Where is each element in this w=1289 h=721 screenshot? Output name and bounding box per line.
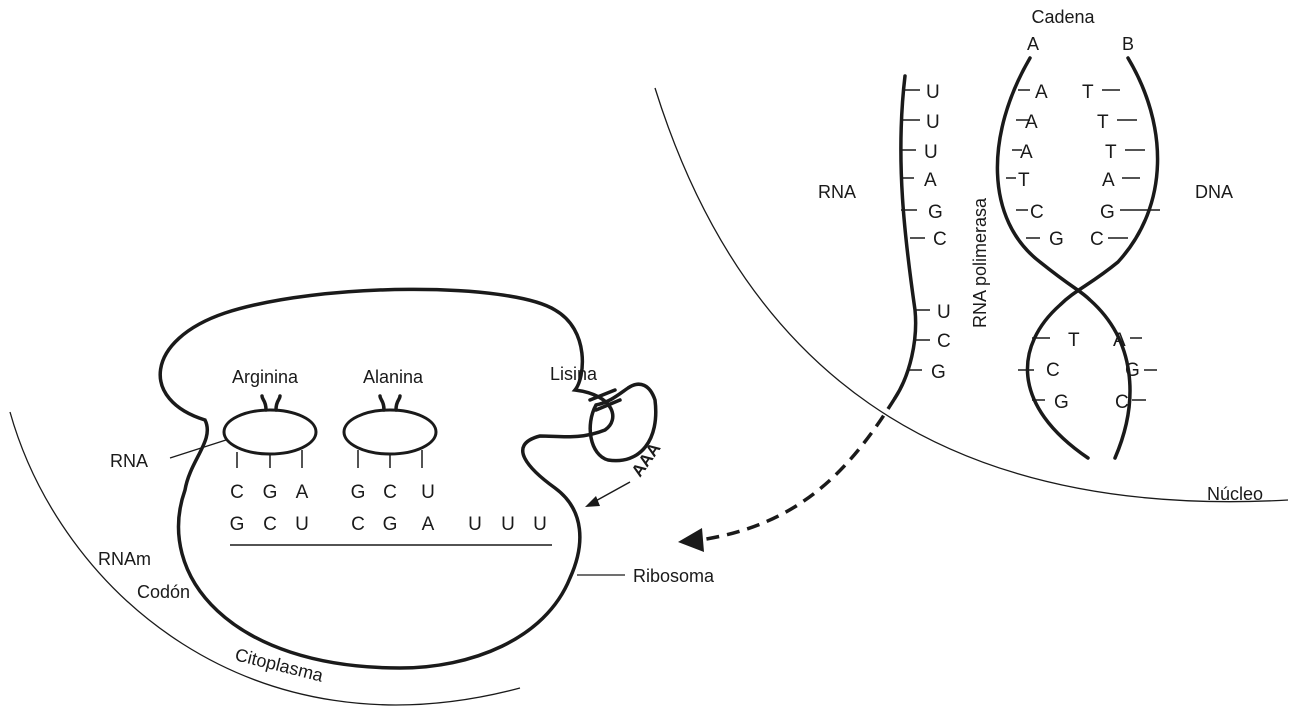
dna-base-b-6: C	[1090, 229, 1104, 250]
mrna-base-2: C	[263, 514, 277, 535]
strand-a-label: A	[1027, 34, 1039, 54]
cadena-label: Cadena	[1031, 7, 1095, 27]
rna-base-7: U	[937, 302, 951, 323]
dna-base-b-1: T	[1082, 82, 1094, 103]
mrna-base-4: C	[351, 514, 365, 535]
mrna-base-9: U	[533, 514, 547, 535]
rna-base-9: G	[931, 362, 946, 383]
mrna-base-8: U	[501, 514, 515, 535]
cytoplasm-boundary	[9, 411, 521, 706]
trna-arginina	[222, 408, 318, 456]
rna-polimerasa-label: RNA polimerasa	[970, 197, 990, 328]
aaa-arrow	[591, 481, 631, 504]
mrna-base-5: G	[383, 514, 398, 535]
mrna-base-6: A	[422, 514, 435, 535]
ribosome-label: Ribosoma	[633, 566, 715, 586]
dna-strand-a	[995, 56, 1132, 460]
dna-base-a-3: A	[1020, 142, 1033, 163]
ribosome	[158, 287, 615, 670]
mrna-base-1: G	[230, 514, 245, 535]
trna-alanina	[342, 408, 438, 456]
dna-base-b-3: T	[1105, 142, 1117, 163]
dna-base-b-4: A	[1102, 170, 1115, 191]
rna-base-6: C	[933, 229, 947, 250]
anticodon-base-3: A	[296, 482, 309, 503]
nucleus-label: Núcleo	[1207, 484, 1263, 504]
mrna-base-3: U	[295, 514, 309, 535]
dna-base-a-6: G	[1049, 229, 1064, 250]
rnam-label: RNAm	[98, 549, 151, 569]
strand-b-label: B	[1122, 34, 1134, 54]
nucleus-membrane	[654, 87, 1289, 503]
anticodon-base-6: U	[421, 482, 435, 503]
dna-base-a-9: G	[1054, 392, 1069, 413]
lisina-label: Lisina	[550, 364, 598, 384]
dna-base-b-7: A	[1113, 330, 1126, 351]
dna-base-b-8: G	[1125, 360, 1140, 381]
trna-label: RNA	[110, 451, 148, 471]
dna-base-b-5: G	[1100, 202, 1115, 223]
rna-base-4: A	[924, 170, 937, 191]
dna-base-a-5: C	[1030, 202, 1044, 223]
dna-base-a-1: A	[1035, 82, 1048, 103]
rna-base-3: U	[924, 142, 938, 163]
alanina-label: Alanina	[363, 367, 424, 387]
dna-base-a-7: T	[1068, 330, 1080, 351]
aaa-label: AAA	[628, 439, 665, 480]
anticodon-base-1: C	[230, 482, 244, 503]
dna-strand-b	[1025, 56, 1160, 460]
trna-lisina	[588, 382, 658, 463]
anticodon-base-2: G	[263, 482, 278, 503]
dna-base-a-4: T	[1018, 170, 1030, 191]
dna-base-a-2: A	[1025, 112, 1038, 133]
dna-base-b-2: T	[1097, 112, 1109, 133]
rna-base-1: U	[926, 82, 940, 103]
rna-base-5: G	[928, 202, 943, 223]
anticodon-base-5: C	[383, 482, 397, 503]
arginina-label: Arginina	[232, 367, 299, 387]
dna-base-b-9: C	[1115, 392, 1129, 413]
rna-strand	[893, 74, 918, 400]
rna-base-8: C	[937, 331, 951, 352]
rna-transport-arrowhead	[678, 528, 704, 552]
trna-leader-line	[169, 439, 227, 459]
cytoplasm-label: Citoplasma	[233, 644, 326, 685]
anticodon-base-4: G	[351, 482, 366, 503]
rna-transport-arrow	[699, 397, 897, 542]
rna-base-2: U	[926, 112, 940, 133]
rna-label-nucleus: RNA	[818, 182, 856, 202]
dna-base-a-8: C	[1046, 360, 1060, 381]
codon-label: Codón	[137, 582, 190, 602]
dna-label: DNA	[1195, 182, 1233, 202]
mrna-base-7: U	[468, 514, 482, 535]
